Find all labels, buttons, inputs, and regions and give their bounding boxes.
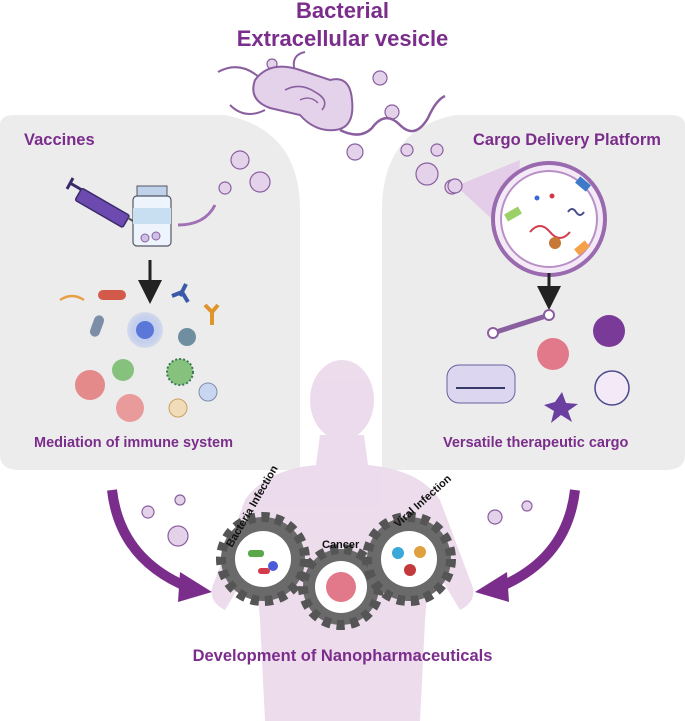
vial-arrow xyxy=(177,204,217,227)
cargo-vesicle-icon xyxy=(447,160,607,277)
bottom-label: Development of Nanopharmaceuticals xyxy=(192,647,493,665)
title-line-2: Extracellular vesicle xyxy=(236,26,449,51)
vesicle-bubbles xyxy=(141,58,533,547)
gear-bacteria-infection xyxy=(216,512,310,606)
title-line-1: Bacterial xyxy=(296,0,389,23)
left-panel xyxy=(0,115,300,470)
arrow-left-to-gears xyxy=(107,489,212,602)
right-panel-heading: Cargo Delivery Platform xyxy=(473,131,661,149)
gear-label-cancer: Cancer xyxy=(322,539,360,551)
left-panel-heading: Vaccines xyxy=(24,131,95,149)
left-panel-caption: Mediation of immune system xyxy=(34,435,234,451)
bacterium-icon xyxy=(217,51,446,136)
immune-system-cells xyxy=(59,283,220,422)
vaccine-vial-icon xyxy=(132,185,172,247)
gear-viral-infection xyxy=(362,512,456,606)
therapeutic-cargo-items xyxy=(446,309,630,423)
arrow-right-to-gears xyxy=(475,489,580,602)
right-panel-caption: Versatile therapeutic cargo xyxy=(443,435,629,451)
